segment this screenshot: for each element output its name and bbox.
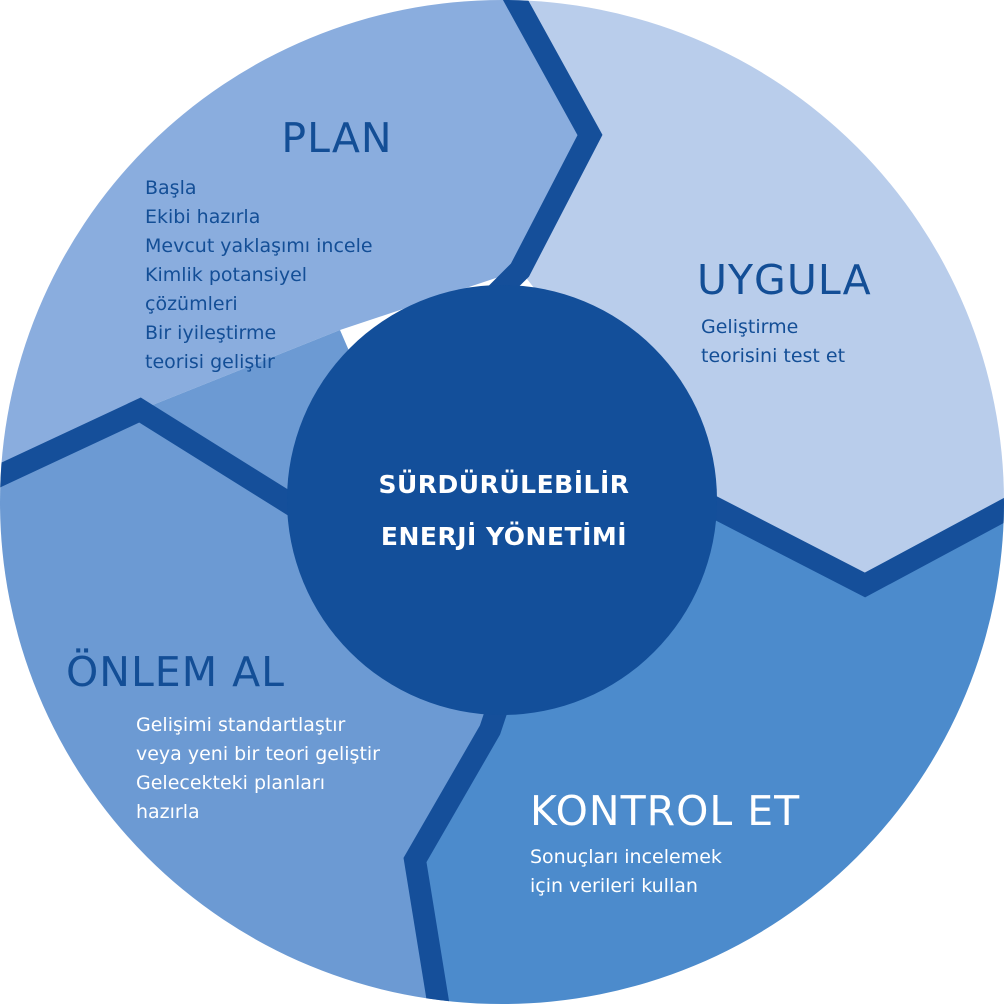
kontrol-item: için verileri kullan <box>530 875 698 897</box>
plan-item: teorisi geliştir <box>145 351 275 373</box>
center-title-line-1: SÜRDÜRÜLEBİLİR <box>378 469 629 499</box>
uygula-title: UYGULA <box>697 256 872 304</box>
center-hub <box>287 285 717 715</box>
plan-title: PLAN <box>281 114 392 162</box>
separator-left <box>0 397 306 520</box>
plan-item: çözümleri <box>145 293 238 315</box>
uygula-item: Geliştirme <box>701 316 798 338</box>
plan-item: Mevcut yaklaşımı incele <box>145 235 373 257</box>
onlem-item: Gelecekteki planları <box>136 772 325 794</box>
onlem-title: ÖNLEM AL <box>66 648 285 696</box>
onlem-item: hazırla <box>136 801 200 823</box>
separator-bottom <box>403 696 511 1004</box>
plan-item: Bir iyileştirme <box>145 322 276 344</box>
kontrol-item: Sonuçları incelemek <box>530 846 722 868</box>
center-title-line-2: ENERJİ YÖNETİMİ <box>381 521 627 551</box>
separator-right <box>694 490 1004 598</box>
kontrol-title: KONTROL ET <box>530 787 800 835</box>
uygula-item: teorisini test et <box>701 345 845 367</box>
plan-item: Başla <box>145 177 197 199</box>
plan-item: Ekibi hazırla <box>145 206 260 228</box>
onlem-item: Gelişimi standartlaştır <box>136 714 346 736</box>
plan-item: Kimlik potansiyel <box>145 264 307 286</box>
onlem-item: veya yeni bir teori geliştir <box>136 743 380 765</box>
